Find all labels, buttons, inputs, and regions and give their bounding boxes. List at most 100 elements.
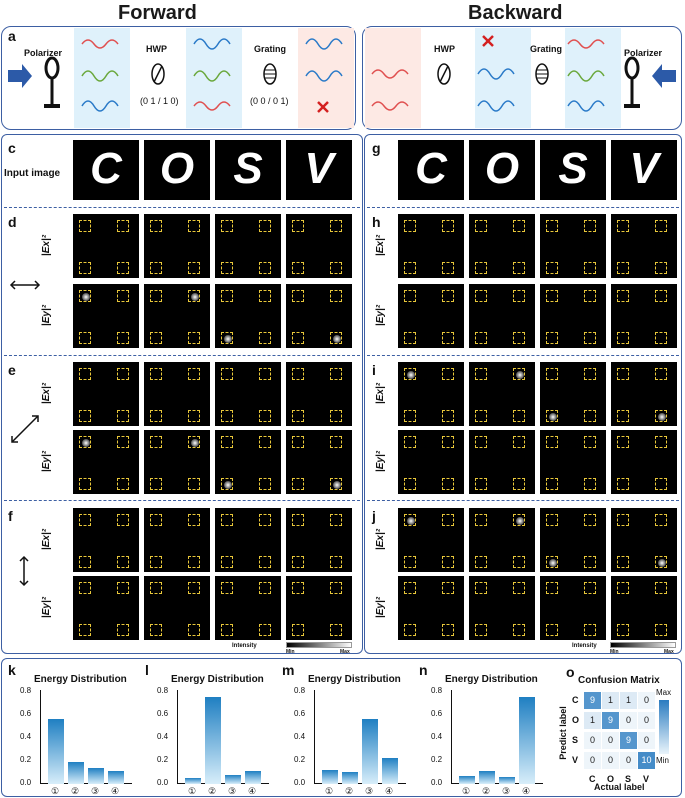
panel-b-diagram bbox=[371, 35, 676, 112]
x-tick: ④ bbox=[248, 786, 257, 796]
panel-e-letter: e bbox=[8, 362, 16, 378]
input-letter: O bbox=[484, 144, 520, 193]
panel-g-letter: g bbox=[372, 140, 381, 156]
detector-region bbox=[475, 290, 487, 302]
x-tick: ② bbox=[345, 786, 354, 796]
confusion-cell: 0 bbox=[602, 732, 619, 749]
detector-region bbox=[442, 478, 454, 490]
chart-title: Energy Distribution bbox=[308, 674, 401, 685]
confusion-colorbar bbox=[659, 700, 669, 754]
detector-region bbox=[442, 624, 454, 636]
wave-box-b1 bbox=[365, 28, 421, 128]
detector-region bbox=[221, 514, 233, 526]
row-label: O bbox=[572, 715, 580, 725]
detector-region bbox=[221, 436, 233, 448]
detector-region bbox=[442, 514, 454, 526]
detector-region bbox=[150, 582, 162, 594]
detector-region bbox=[475, 332, 487, 344]
confusion-cell: 10 bbox=[638, 752, 655, 769]
field-image bbox=[286, 284, 352, 348]
col-label: S bbox=[625, 774, 632, 784]
polarizer-icon bbox=[44, 56, 60, 80]
wave-box-2 bbox=[186, 28, 242, 128]
detector-region bbox=[513, 556, 525, 568]
detector-region bbox=[546, 582, 558, 594]
field-image bbox=[540, 214, 606, 278]
input-image: O bbox=[144, 140, 210, 200]
detector-region bbox=[655, 332, 667, 344]
y-tick: 0.0 bbox=[20, 778, 32, 787]
field-image bbox=[469, 214, 535, 278]
detector-region bbox=[584, 368, 596, 380]
field-image bbox=[398, 576, 464, 640]
input-image: V bbox=[611, 140, 677, 200]
y-tick: 0.2 bbox=[157, 754, 169, 764]
input-letter: S bbox=[558, 144, 588, 193]
detector-region bbox=[617, 556, 629, 568]
y-tick: 0.6 bbox=[294, 708, 306, 718]
energy-bar bbox=[479, 771, 495, 784]
detector-region bbox=[259, 220, 271, 232]
detector-region bbox=[259, 262, 271, 274]
x-tick: ① bbox=[188, 786, 197, 796]
detector-region bbox=[404, 514, 416, 526]
ex-row-label: |Ex|² bbox=[41, 234, 53, 257]
ey-row-label: |Ey|² bbox=[375, 596, 387, 619]
wave-box-1 bbox=[74, 28, 130, 128]
field-image bbox=[398, 214, 464, 278]
detector-region bbox=[292, 624, 304, 636]
detector-region bbox=[404, 368, 416, 380]
detector-region bbox=[259, 582, 271, 594]
field-image bbox=[611, 430, 677, 494]
input-letter: S bbox=[233, 144, 263, 193]
detector-region bbox=[188, 624, 200, 636]
col-label: C bbox=[589, 774, 596, 784]
confusion-max: Max bbox=[656, 688, 672, 697]
confusion-cell: 9 bbox=[584, 692, 601, 709]
detector-region bbox=[442, 410, 454, 422]
horizontal-arrow-icon bbox=[9, 280, 41, 290]
intensity-spot bbox=[224, 335, 232, 343]
detector-region bbox=[292, 582, 304, 594]
detector-region bbox=[513, 290, 525, 302]
field-image bbox=[215, 362, 281, 426]
row-label: V bbox=[572, 755, 579, 765]
detector-region bbox=[617, 262, 629, 274]
panel-a-frame bbox=[1, 26, 356, 130]
detector-region bbox=[292, 332, 304, 344]
field-image bbox=[611, 508, 677, 572]
detector-region bbox=[513, 332, 525, 344]
field-image bbox=[611, 362, 677, 426]
detector-region bbox=[150, 368, 162, 380]
energy-bar bbox=[519, 697, 535, 784]
detector-region bbox=[475, 410, 487, 422]
detector-region bbox=[475, 556, 487, 568]
row-label: C bbox=[572, 695, 579, 705]
x-tick: ① bbox=[51, 786, 60, 796]
detector-region bbox=[221, 410, 233, 422]
chart-letter: n bbox=[419, 662, 428, 678]
ey-row-label: |Ey|² bbox=[41, 450, 53, 473]
hwp-icon bbox=[151, 63, 165, 85]
intensity-max-left: Max bbox=[340, 649, 350, 655]
field-image bbox=[469, 362, 535, 426]
field-image bbox=[215, 284, 281, 348]
detector-region bbox=[221, 478, 233, 490]
detector-region bbox=[259, 436, 271, 448]
energy-bar bbox=[459, 775, 475, 784]
detector-region bbox=[546, 220, 558, 232]
detector-region bbox=[475, 624, 487, 636]
detector-region bbox=[188, 478, 200, 490]
field-image bbox=[73, 576, 139, 640]
detector-region bbox=[117, 332, 129, 344]
detector-region bbox=[330, 478, 342, 490]
detector-region bbox=[546, 514, 558, 526]
x-tick: ④ bbox=[385, 786, 394, 796]
intensity-min-left: Min bbox=[286, 649, 295, 655]
field-image bbox=[398, 362, 464, 426]
detector-region bbox=[117, 478, 129, 490]
detector-region bbox=[655, 290, 667, 302]
field-image bbox=[144, 284, 210, 348]
detector-region bbox=[150, 436, 162, 448]
intensity-colorbar-right bbox=[610, 642, 676, 648]
